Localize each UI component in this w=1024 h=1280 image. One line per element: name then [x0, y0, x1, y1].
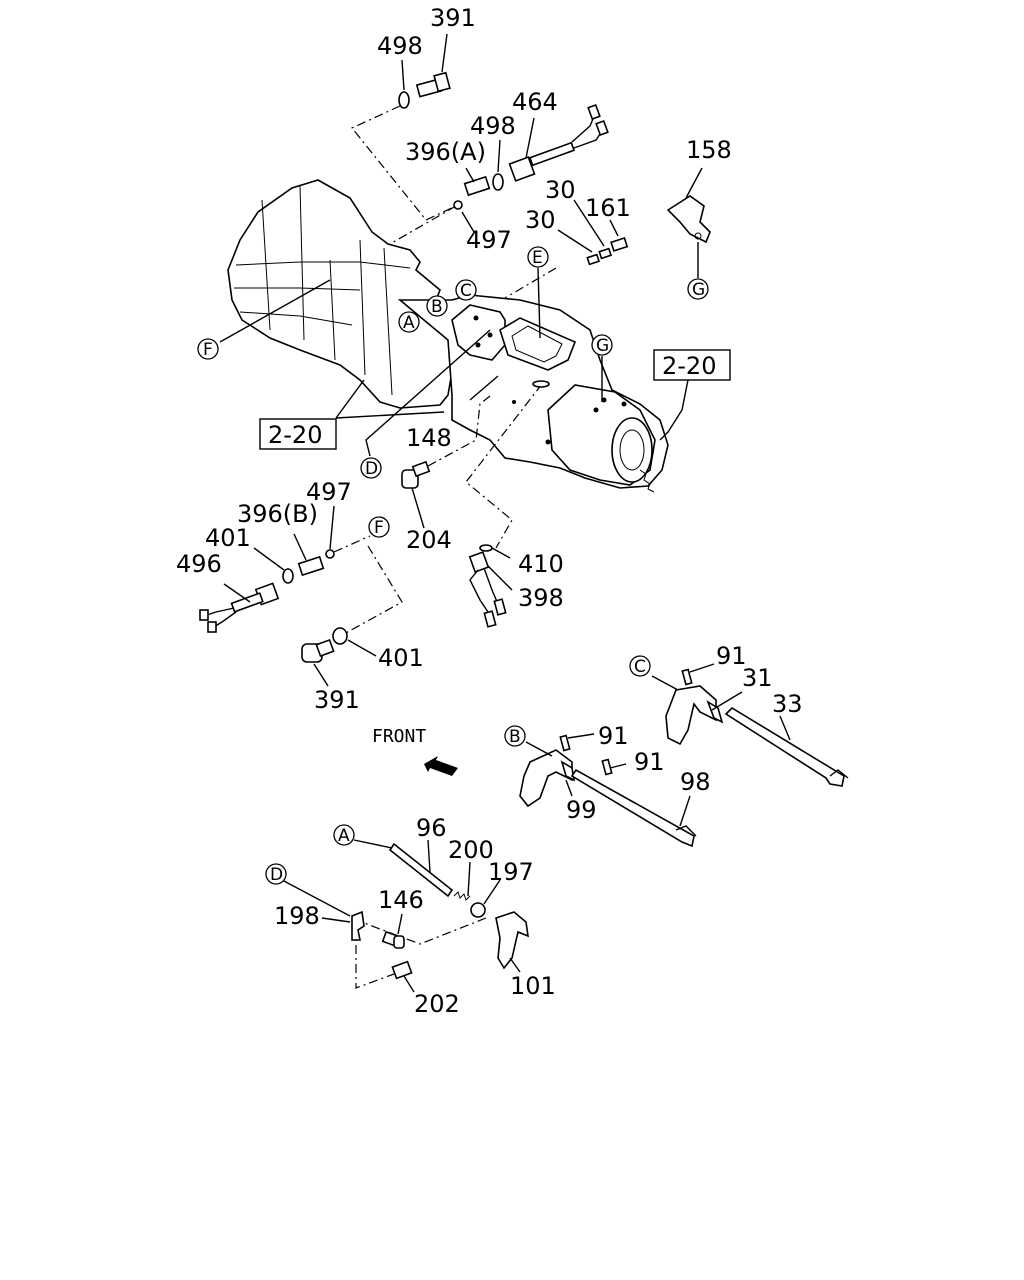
- svg-text:C: C: [460, 281, 472, 301]
- letter-a-case: A: [398, 311, 420, 333]
- callout-148: 148: [406, 424, 452, 452]
- callout-496: 496: [176, 550, 222, 578]
- letter-b-case: B: [426, 295, 448, 317]
- callout-91-b: 91: [598, 722, 629, 750]
- fork-99-rod-98: [519, 733, 697, 848]
- svg-text:D: D: [270, 865, 283, 885]
- callout-96: 96: [416, 814, 447, 842]
- letter-c-fork: C: [629, 655, 651, 677]
- callout-99: 99: [566, 796, 597, 824]
- letter-f-switch: F: [368, 516, 390, 538]
- letter-d-case: D: [360, 457, 382, 479]
- callout-391-top: 391: [430, 4, 476, 32]
- washer-498-mid: [492, 173, 504, 191]
- fork-31-rod-33: [651, 663, 849, 787]
- letter-g-bracket: G: [687, 278, 709, 300]
- letter-d-lever: D: [265, 863, 287, 885]
- callout-396b: 396(B): [237, 500, 318, 528]
- washer-401-a: [282, 568, 294, 584]
- pin-396a: [463, 167, 491, 197]
- callout-30-a: 30: [545, 176, 576, 204]
- callout-91-c: 91: [634, 748, 665, 776]
- callout-391-bottom: 391: [314, 686, 360, 714]
- callout-200: 200: [448, 836, 494, 864]
- circled-letters: A B C E G G F D: [197, 246, 709, 885]
- switch-398: [465, 383, 543, 628]
- letter-g-case: G: [591, 334, 613, 356]
- svg-text:E: E: [532, 248, 543, 268]
- callout-labels: 391 498 464 498 396(A) 497 30 30 161 158…: [176, 4, 803, 1018]
- svg-text:C: C: [634, 657, 646, 677]
- ref-label-right: 2-20: [662, 352, 716, 380]
- svg-text:A: A: [338, 826, 350, 846]
- ball-497-top: [453, 200, 463, 210]
- letter-f-case: F: [197, 338, 219, 360]
- svg-text:B: B: [509, 727, 521, 747]
- letter-b-fork: B: [504, 725, 526, 747]
- callout-401-b: 401: [378, 644, 424, 672]
- svg-text:B: B: [431, 297, 443, 317]
- ball-497-mid: [325, 549, 335, 559]
- svg-text:F: F: [374, 518, 384, 538]
- callout-497-mid: 497: [306, 478, 352, 506]
- front-arrow-icon: [424, 756, 458, 776]
- switch-464: [508, 103, 609, 182]
- bolt-391-bottom: [301, 638, 335, 687]
- callout-98: 98: [680, 768, 711, 796]
- ref-box-left: 2-20: [259, 418, 337, 450]
- callout-161: 161: [585, 194, 631, 222]
- callout-158: 158: [686, 136, 732, 164]
- svg-text:G: G: [596, 336, 609, 356]
- letter-a-shaft: A: [333, 824, 355, 846]
- letter-e: E: [527, 246, 549, 268]
- callout-498-top: 498: [377, 32, 423, 60]
- bracket-158: [666, 167, 711, 278]
- callout-33: 33: [772, 690, 803, 718]
- o-ring-148: [532, 380, 550, 388]
- callout-146: 146: [378, 886, 424, 914]
- callout-197: 197: [488, 858, 534, 886]
- callout-204: 204: [406, 526, 452, 554]
- callout-202: 202: [414, 990, 460, 1018]
- bolt-204: [401, 395, 491, 529]
- svg-text:G: G: [692, 280, 705, 300]
- pin-396b: [293, 533, 325, 577]
- callout-497-top: 497: [466, 226, 512, 254]
- parts-30-161: [504, 199, 629, 299]
- callout-31: 31: [742, 664, 773, 692]
- washer-401-b: [332, 627, 348, 645]
- callout-464: 464: [512, 88, 558, 116]
- front-label: FRONT: [372, 726, 426, 747]
- callout-498-mid: 498: [470, 112, 516, 140]
- ref-label-left: 2-20: [268, 421, 322, 449]
- switch-496: [199, 582, 280, 633]
- bottom-group: [281, 839, 529, 993]
- callout-396a: 396(A): [405, 138, 486, 166]
- callout-101: 101: [510, 972, 556, 1000]
- svg-text:A: A: [403, 313, 415, 333]
- ref-box-right: 2-20: [653, 349, 731, 381]
- svg-text:F: F: [203, 340, 213, 360]
- letter-c-case: C: [455, 279, 477, 301]
- callout-398: 398: [518, 584, 564, 612]
- bolt-391-top: [415, 33, 451, 98]
- transmission-case: [227, 179, 669, 493]
- callout-401-a: 401: [205, 524, 251, 552]
- callout-410: 410: [518, 550, 564, 578]
- callout-198: 198: [274, 902, 320, 930]
- callout-30-b: 30: [525, 206, 556, 234]
- svg-text:D: D: [365, 459, 378, 479]
- callout-91-a: 91: [716, 642, 747, 670]
- washer-498-top: [398, 59, 410, 109]
